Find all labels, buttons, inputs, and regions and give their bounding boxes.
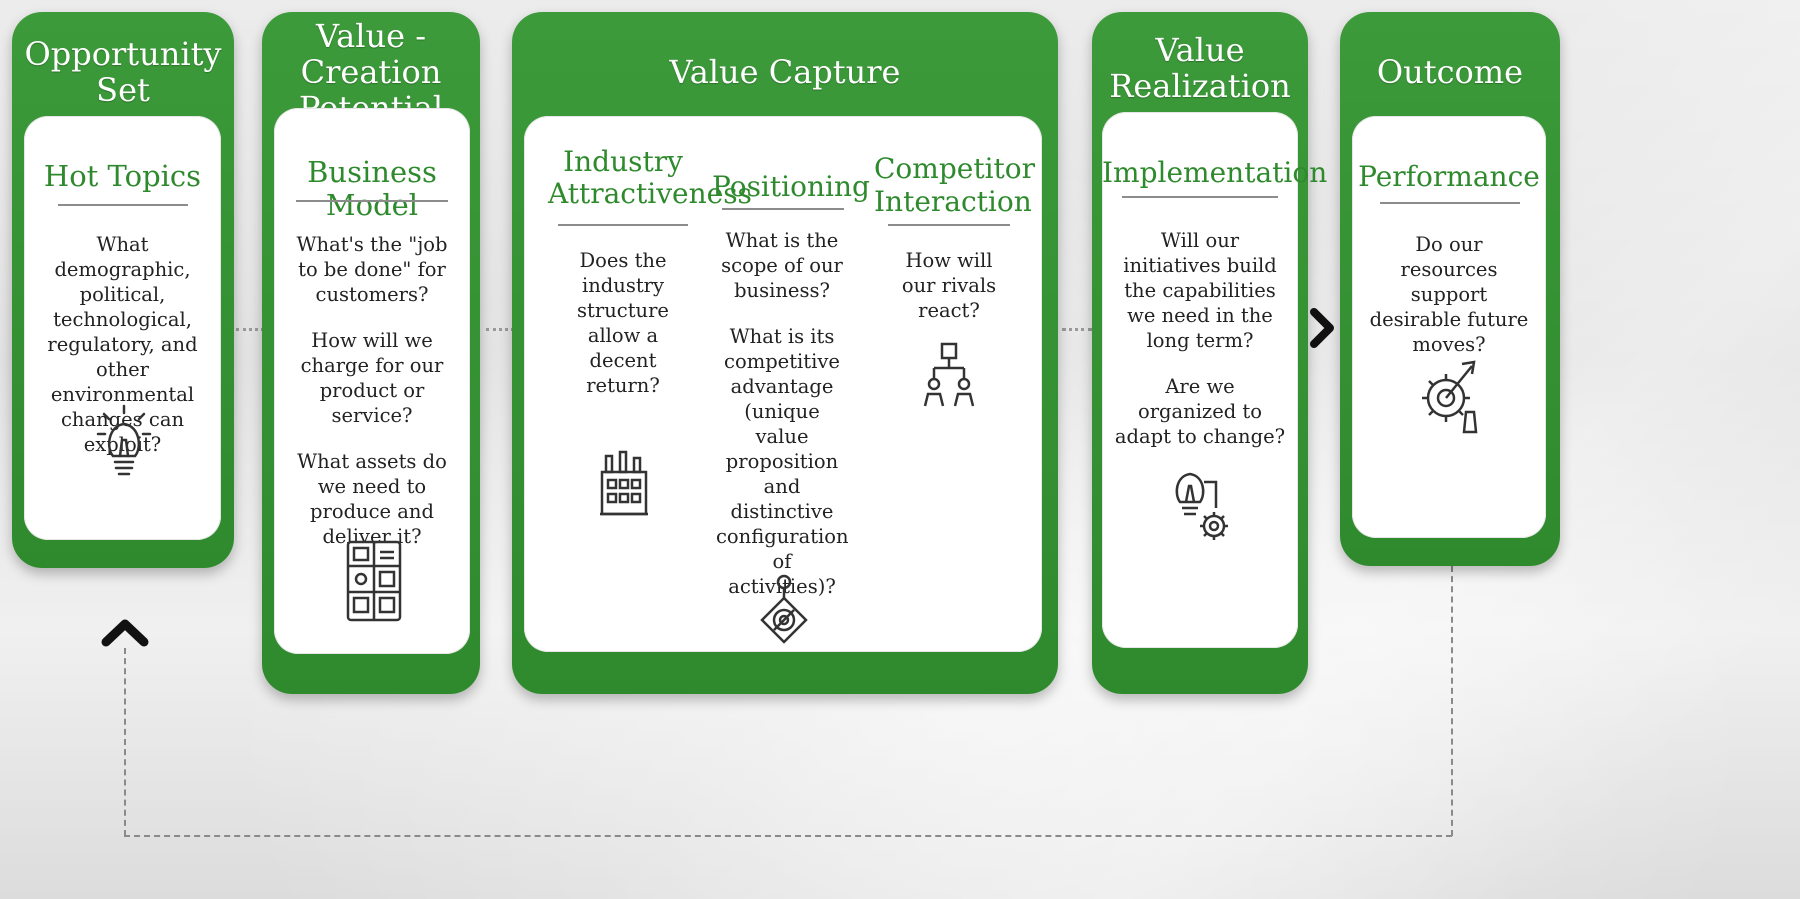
card-heading: Business Model [307,155,437,222]
idea-gear-icon [1175,472,1228,540]
column-value-realization: Value Realization Implementation Will ou… [1092,12,1328,694]
card-text: What's the "job to be done" for customer… [284,232,460,570]
column-value-capture: Value Capture Industry Attractiveness Do… [512,12,1058,694]
column-title: Outcome [1376,53,1524,91]
card-underline [1380,202,1520,204]
card-implementation: Implementation Will our initiatives buil… [1102,112,1328,648]
card-underline [888,224,1010,226]
gear-arrow-icon [1422,360,1478,434]
target-gear-icon [760,574,808,644]
card-question: Does the industry structure allow a dece… [577,249,669,397]
column-title: Value Realization [1109,31,1291,105]
card-heading: Hot Topics [43,159,202,193]
connector-2-3 [486,328,514,331]
feedback-line-left [124,648,126,836]
chevron-right-icon [1310,308,1334,348]
competitor-network-icon [923,342,975,407]
card-underline [558,224,688,226]
card-hot-topics: Hot Topics What demographic, political, … [24,116,221,540]
card-value-capture: Industry Attractiveness Does the industr… [524,116,1042,652]
card-heading-competitor-interaction: Competitor Interaction [874,152,1036,218]
connector-3-4 [1062,328,1092,331]
card-question: Are we organized to adapt to change? [1114,375,1286,448]
card-text: Will our initiatives build the capabilit… [1114,228,1286,470]
card-underline [58,204,188,206]
card-question: Will our initiatives build the capabilit… [1123,229,1277,352]
card-text: Do our resources support desirable futur… [1366,232,1532,378]
column-title: Value Capture [669,53,901,91]
lightbulb-icon [96,404,152,476]
card-question: Do our resources support desirable futur… [1369,233,1529,356]
column-opportunity-set: Opportunity Set Hot Topics What demograp… [12,12,234,568]
card-question: What is its competitive advantage (uniqu… [716,325,849,598]
feedback-line-right [1451,566,1453,836]
column-outcome: Outcome Performance Do our resources sup… [1340,12,1560,566]
business-model-canvas-icon [346,540,402,622]
card-heading-positioning: Positioning [712,170,870,203]
card-question: What assets do we need to produce and de… [297,450,447,548]
card-question: How will we charge for our product or se… [300,329,444,427]
connector-1-2 [236,328,264,331]
card-text: What is the scope of our business? What … [716,228,849,620]
feedback-line-bottom [124,835,1452,837]
card-question: What is the scope of our business? [721,229,843,302]
column-value-creation-potential: Value - Creation Potential Business Mode… [262,12,480,694]
chevron-up-icon [101,619,149,647]
card-heading: Implementation [1102,156,1328,189]
card-underline [1122,196,1278,198]
card-underline [296,200,448,202]
card-heading: Performance [1358,160,1540,193]
card-question: What's the "job to be done" for customer… [296,233,448,306]
card-performance: Performance Do our resources support des… [1352,116,1546,538]
card-question: How will our rivals react? [901,249,997,322]
card-heading-industry-attractiveness: Industry Attractiveness [548,145,752,210]
card-business-model: Business Model What's the "job to be don… [274,108,470,654]
card-text: Does the industry structure allow a dece… [568,248,678,419]
card-underline [722,208,844,210]
card-text: How will our rivals react? [892,248,1006,344]
column-title: Opportunity Set [24,35,222,109]
factory-icon [600,450,648,516]
